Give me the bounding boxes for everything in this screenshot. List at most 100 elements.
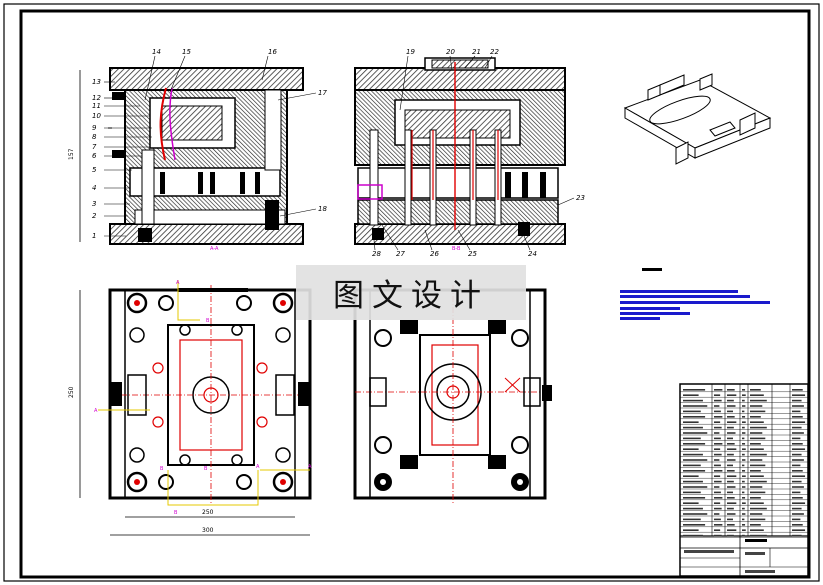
- bom-cell-text: [750, 437, 766, 440]
- bom-cell-text: [742, 475, 746, 477]
- bom-cell-text: [683, 497, 706, 499]
- bom-cell-text: [750, 507, 767, 510]
- bom-cell-text: [750, 518, 766, 521]
- bom-cell-text: [792, 410, 801, 413]
- callout-8: 8: [92, 133, 97, 141]
- bom-cell-text: [683, 513, 708, 515]
- bom-cell-text: [714, 507, 722, 510]
- bom-cell-text: [714, 399, 722, 402]
- bom-cell-text: [742, 507, 745, 510]
- bom-cell-text: [683, 529, 699, 531]
- callout-13: 13: [92, 78, 101, 86]
- section-label-right: B-B: [452, 246, 461, 252]
- bom-cell-text: [683, 416, 706, 418]
- bom-cell-text: [792, 405, 804, 407]
- bom-cell-text: [714, 459, 720, 461]
- watermark-box: 图文设计: [296, 265, 526, 320]
- bom-cell-text: [714, 421, 721, 423]
- bom-cell-text: [742, 453, 745, 456]
- bom-cell-text: [683, 518, 701, 521]
- plan-view-left: [98, 280, 312, 506]
- bom-cell-text: [742, 394, 746, 396]
- callout-10: 10: [92, 112, 101, 120]
- bom-cell-text: [714, 470, 723, 472]
- bom-cell-text: [683, 432, 708, 434]
- bom-cell-text: [714, 432, 720, 434]
- dim-width-inner: 250: [202, 509, 214, 516]
- bom-cell-text: [792, 507, 802, 510]
- bom-cell-text: [792, 389, 803, 391]
- plan-marker-b-4: B: [174, 510, 178, 516]
- bom-cell-text: [683, 410, 701, 413]
- bom-cell-text: [742, 432, 746, 434]
- bom-cell-text: [683, 394, 699, 396]
- callout-3: 3: [92, 200, 96, 208]
- bom-cell-text: [792, 421, 806, 423]
- bom-cell-text: [792, 416, 803, 418]
- callout-9: 9: [92, 124, 97, 132]
- plan-markers: A A B B B B A A: [94, 280, 312, 516]
- callout-1: 1: [92, 232, 96, 240]
- bom-cell-text: [742, 437, 745, 440]
- bom-cell-text: [750, 534, 767, 537]
- bom-cell-text: [683, 491, 701, 494]
- bom-cell-text: [792, 502, 806, 504]
- bom-cell-text: [792, 475, 806, 477]
- bom-cell-text: [683, 475, 699, 477]
- bom-cell-text: [683, 399, 703, 402]
- technical-notes: [620, 268, 770, 320]
- bom-cell-text: [683, 448, 699, 450]
- bom-cell-text: [750, 389, 761, 391]
- bom-cell-text: [727, 480, 734, 483]
- callout-26: 26: [430, 250, 439, 258]
- bom-cell-text: [742, 459, 746, 461]
- bom-cell-text: [727, 399, 734, 402]
- callout-25: 25: [468, 250, 477, 258]
- bom-cell-text: [714, 486, 720, 488]
- bom-cell-text: [750, 524, 761, 526]
- bom-cell-text: [742, 486, 746, 488]
- bom-cell-text: [792, 524, 803, 526]
- callout-19: 19: [406, 48, 415, 56]
- bom-cell-text: [727, 529, 737, 531]
- callouts-right: 19 20 21 22 23 24 25 26 27 28: [372, 48, 585, 258]
- bom-cell-text: [750, 421, 764, 423]
- bom-cell-text: [683, 507, 703, 510]
- bom-cell-text: [792, 491, 801, 494]
- plan-marker-b-2: B: [160, 466, 164, 472]
- bom-cell-text: [683, 437, 701, 440]
- callout-14: 14: [152, 48, 161, 56]
- bom-cell-text: [792, 443, 803, 445]
- bom-cell-text: [683, 389, 706, 391]
- bom-cell-text: [683, 464, 701, 467]
- bom-cell-text: [750, 405, 763, 407]
- section-view-a: [108, 67, 304, 245]
- bom-cell-text: [714, 448, 721, 450]
- bom-cell-text: [742, 410, 745, 413]
- bom-cell-text: [750, 513, 763, 515]
- part-3d-view: [623, 73, 772, 165]
- bom-cell-text: [750, 491, 766, 494]
- bom-cell-text: [792, 448, 806, 450]
- bom-cell-text: [683, 502, 699, 504]
- bom-cell-text: [683, 459, 708, 461]
- bom-cell-text: [792, 529, 806, 531]
- bom-cell-text: [742, 497, 746, 499]
- dim-width-outer: 300: [202, 527, 214, 534]
- bom-cell-text: [792, 497, 803, 499]
- bom-cell-text: [750, 394, 764, 396]
- bom-cell-text: [742, 426, 745, 429]
- bom-cell-text: [727, 524, 735, 526]
- bom-cell-text: [714, 453, 722, 456]
- bom-cell-text: [714, 524, 723, 526]
- bom-cell-text: [792, 437, 801, 440]
- plan-marker-a-left: A: [94, 408, 98, 414]
- plan-marker-a-right: A: [308, 464, 312, 470]
- bom-cell-text: [792, 464, 801, 467]
- section-label-left: A-A: [210, 246, 219, 252]
- bom-cell-text: [727, 453, 734, 456]
- bom-cell-text: [714, 513, 720, 515]
- bom-cell-text: [714, 443, 723, 445]
- bom-cell-text: [792, 399, 802, 402]
- bom-cell-text: [683, 453, 703, 456]
